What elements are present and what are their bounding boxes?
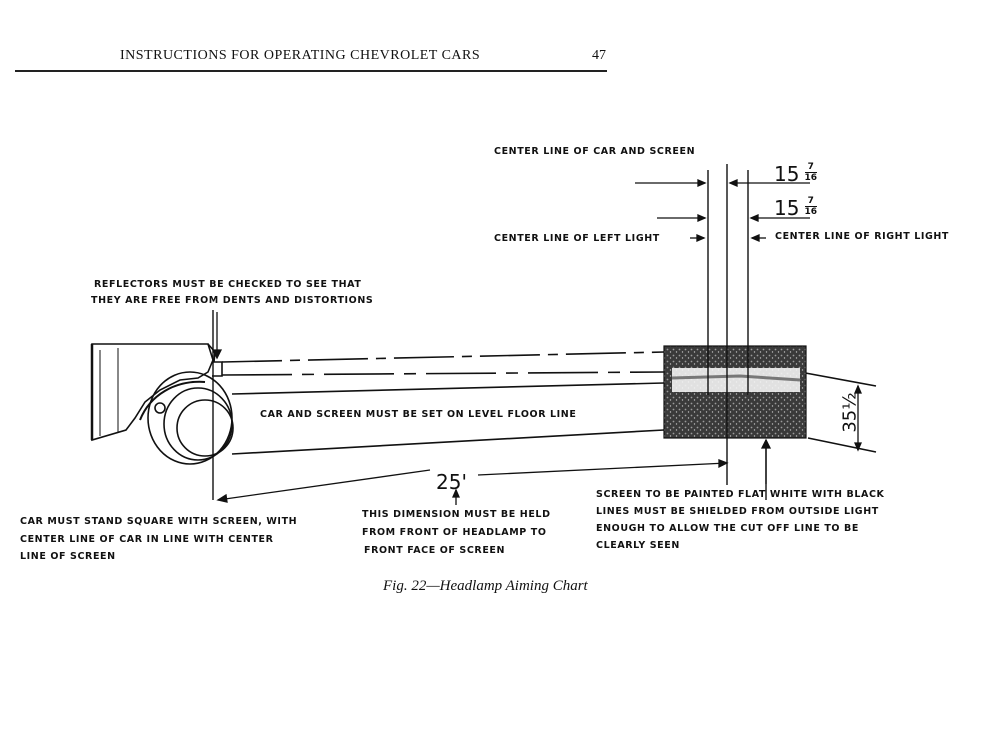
fraction-whole-2: 15 xyxy=(774,196,800,220)
header-title: INSTRUCTIONS FOR OPERATING CHEVROLET CAR… xyxy=(120,48,481,63)
label-center-line-right-light: CENTER LINE OF RIGHT LIGHT xyxy=(775,231,950,242)
fraction-numerator: 7 xyxy=(804,162,818,173)
dimension-left-fraction: 15 7 16 xyxy=(774,196,818,220)
vertical-center-lines xyxy=(212,164,767,500)
distance-dimension xyxy=(216,459,729,505)
header-rule xyxy=(15,70,607,72)
figure-caption: Fig. 22—Headlamp Aiming Chart xyxy=(383,578,588,594)
car-front-illustration xyxy=(90,343,234,465)
label-dimension-held-line2: FROM FRONT OF HEADLAMP TO xyxy=(362,527,547,538)
screen-pointer-arrow xyxy=(760,438,772,484)
fraction-whole: 15 xyxy=(774,162,800,186)
label-reflectors-line1: REFLECTORS MUST BE CHECKED TO SEE THAT xyxy=(94,279,362,290)
label-car-square-line2: CENTER LINE OF CAR IN LINE WITH CENTER xyxy=(20,534,274,545)
beam-lines xyxy=(221,351,877,455)
label-screen-paint-line1: SCREEN TO BE PAINTED FLAT WHITE WITH BLA… xyxy=(596,489,885,500)
label-reflectors-line2: THEY ARE FREE FROM DENTS AND DISTORTIONS xyxy=(91,295,374,306)
fraction-numerator-2: 7 xyxy=(804,196,818,207)
label-distance-25ft: 25' xyxy=(436,470,467,494)
page-number: 47 xyxy=(592,48,606,63)
label-dimension-held-line1: THIS DIMENSION MUST BE HELD xyxy=(362,509,551,520)
label-car-square-line1: CAR MUST STAND SQUARE WITH SCREEN, WITH xyxy=(20,516,298,527)
label-screen-paint-line2: LINES MUST BE SHIELDED FROM OUTSIDE LIGH… xyxy=(596,506,879,517)
reflector-arrow xyxy=(211,312,223,360)
label-center-line-car-screen: CENTER LINE OF CAR AND SCREEN xyxy=(494,146,696,157)
label-dimension-held-line3: FRONT FACE OF SCREEN xyxy=(364,545,506,556)
fraction-stack: 7 16 xyxy=(804,162,818,183)
fraction-denominator: 16 xyxy=(804,173,818,183)
fraction-stack-2: 7 16 xyxy=(804,196,818,217)
top-dimension-arrows xyxy=(635,179,810,242)
label-screen-paint-line4: CLEARLY SEEN xyxy=(596,540,680,551)
label-car-square-line3: LINE OF SCREEN xyxy=(20,551,116,562)
label-height-35-half: 35½ xyxy=(839,392,861,433)
aiming-screen xyxy=(663,345,807,439)
fraction-denominator-2: 16 xyxy=(804,207,818,217)
label-level-floor: CAR AND SCREEN MUST BE SET ON LEVEL FLOO… xyxy=(260,409,577,420)
dimension-right-fraction: 15 7 16 xyxy=(774,162,818,186)
label-center-line-left-light: CENTER LINE OF LEFT LIGHT xyxy=(494,233,660,244)
label-screen-paint-line3: ENOUGH TO ALLOW THE CUT OFF LINE TO BE xyxy=(596,523,859,534)
height-dimension xyxy=(854,384,862,452)
